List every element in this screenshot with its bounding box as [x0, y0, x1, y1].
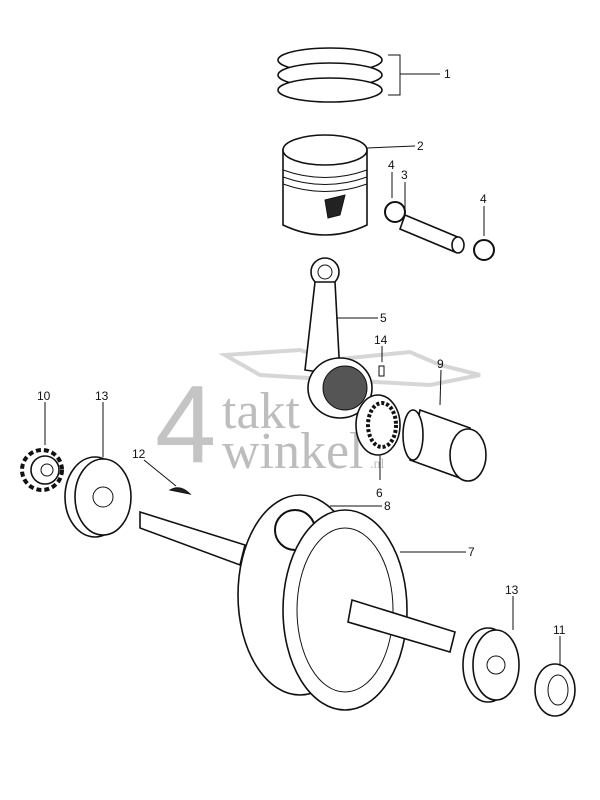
label-pin-clip-left: 4 — [388, 158, 395, 172]
label-bearing-right: 13 — [505, 583, 519, 597]
watermark-line2: winkel — [222, 423, 364, 480]
label-crank-pin: 9 — [437, 357, 444, 371]
label-oil-seal: 11 — [553, 623, 566, 637]
label-needle-bearing: 6 — [376, 486, 383, 500]
label-key-pin: 14 — [374, 333, 388, 347]
piston-pin — [398, 182, 465, 254]
watermark-suffix: .nl — [370, 457, 385, 472]
label-connecting-rod: 5 — [380, 311, 387, 325]
sprocket — [20, 402, 64, 492]
piston-rings — [277, 47, 440, 103]
part-number-labels: 1 2 3 4 4 5 14 9 6 10 13 12 8 7 13 11 — [37, 67, 566, 637]
pin-clip-left — [384, 172, 406, 223]
watermark-line1: takt — [222, 383, 301, 440]
label-piston-pin: 3 — [401, 168, 408, 182]
pin-clip-right — [473, 206, 495, 261]
woodruff-key — [143, 459, 192, 495]
watermark-digit: 4 — [155, 363, 216, 486]
label-piston-rings: 1 — [444, 67, 451, 81]
key-pin — [378, 346, 385, 377]
label-pin-clip-right: 4 — [480, 192, 487, 206]
crank-pin — [402, 369, 487, 482]
label-crank-flywheel-right: 7 — [468, 545, 475, 559]
connecting-rod — [304, 257, 378, 419]
label-piston: 2 — [417, 139, 424, 153]
label-woodruff-key: 12 — [132, 447, 146, 461]
label-crank-flywheel-left: 8 — [384, 499, 391, 513]
watermark: 4 takt winkel .nl — [155, 347, 481, 486]
crankshaft — [139, 494, 466, 711]
piston — [282, 134, 416, 236]
oil-seal — [534, 636, 576, 717]
needle-bearing — [355, 394, 401, 480]
bearing-right — [462, 596, 520, 703]
label-bearing-left: 13 — [95, 389, 109, 403]
label-sprocket: 10 — [37, 389, 51, 403]
bearing-left — [64, 402, 132, 538]
